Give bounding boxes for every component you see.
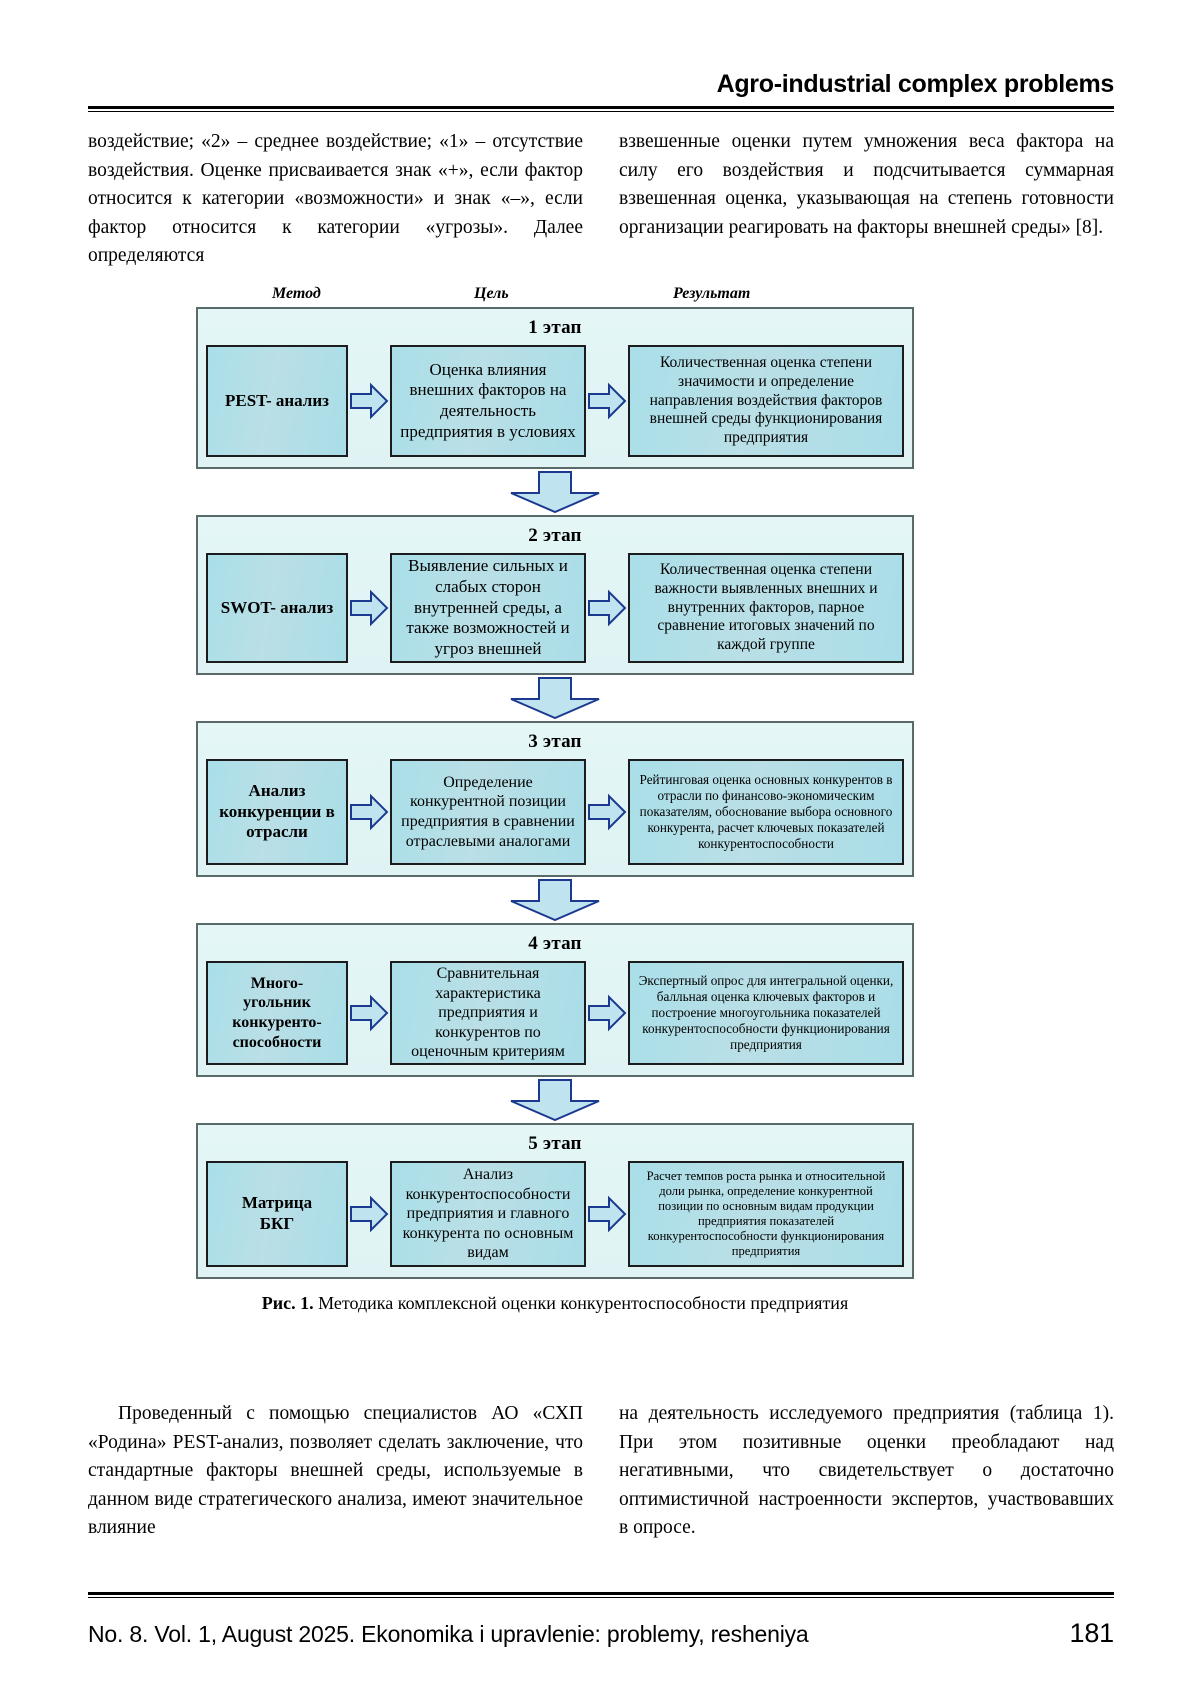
paragraph-bottom-right: на деятельность исследуемого предприятия… [619,1400,1114,1543]
stage-block-1: 1 этап PEST- анализ Оценка влияния внешн… [196,307,914,469]
stage-row: SWOT- анализ Выявление сильных и слабых … [206,553,904,663]
result-node: Расчет темпов роста рынка и относительно… [628,1161,904,1267]
stage-title: 4 этап [528,933,582,954]
arrow-down-icon [196,877,914,923]
paragraph-top-right: взвешенные оценки путем умножения веса ф… [619,128,1114,271]
paragraph-text: взвешенные оценки путем умножения веса ф… [619,131,1114,238]
arrow-right-icon [348,961,390,1065]
arrow-right-icon [586,759,628,865]
goal-node: Сравнительная характеристика предприятия… [390,961,586,1065]
header-rule [88,106,1114,112]
figure-1: Метод Цель Результат 1 этап PEST- анализ… [196,285,914,1314]
stage-block-4: 4 этап Много- угольник конкуренто- спосо… [196,923,914,1077]
figure-caption-text: Методика комплексной оценки конкурентосп… [313,1293,849,1313]
paragraph-text: Проведенный с помощью специалистов АО «С… [88,1403,583,1539]
stage-row: Матрица БКГ Анализ конкурентоспособности… [206,1161,904,1267]
method-node: SWOT- анализ [206,553,348,663]
footer-journal-line: No. 8. Vol. 1, August 2025. Ekonomika i … [88,1621,809,1647]
arrow-right-icon [586,553,628,663]
arrow-down-icon [196,469,914,515]
arrow-right-icon [348,553,390,663]
stage-title: 1 этап [528,317,582,338]
running-head: Agro-industrial complex problems [716,70,1115,98]
goal-node: Оценка влияния внешних факторов на деяте… [390,345,586,457]
paragraph-text: воздействие; «2» – среднее воздействие; … [88,131,583,267]
page-number: 181 [1069,1618,1115,1648]
method-node: Матрица БКГ [206,1161,348,1267]
stage-row: PEST- анализ Оценка влияния внешних факт… [206,345,904,457]
result-node: Количественная оценка степени важности в… [628,553,904,663]
arrow-right-icon [348,759,390,865]
paragraph-top-left: воздействие; «2» – среднее воздействие; … [88,128,583,271]
page-footer: No. 8. Vol. 1, August 2025. Ekonomika i … [88,1618,1114,1649]
stage-title: 2 этап [528,525,582,546]
paragraph-text: на деятельность исследуемого предприятия… [619,1403,1114,1539]
result-node: Количественная оценка степени значимости… [628,345,904,457]
result-node: Экспертный опрос для интегральной оценки… [628,961,904,1065]
figure-caption: Рис. 1. Методика комплексной оценки конк… [196,1293,914,1314]
footer-rule [88,1592,1114,1598]
goal-node: Выявление сильных и слабых сторон внутре… [390,553,586,663]
stage-row: Анализ конкуренции в отрасли Определение… [206,759,904,865]
goal-node: Анализ конкурентоспособности предприятия… [390,1161,586,1267]
result-node: Рейтинговая оценка основных конкурентов … [628,759,904,865]
arrow-right-icon [586,1161,628,1267]
stage-block-3: 3 этап Анализ конкуренции в отрасли Опре… [196,721,914,877]
arrow-right-icon [586,961,628,1065]
column-header-result: Результат [673,285,751,302]
goal-node: Определение конкурентной позиции предпри… [390,759,586,865]
method-node: Анализ конкуренции в отрасли [206,759,348,865]
arrow-down-icon [196,675,914,721]
stage-row: Много- угольник конкуренто- способности … [206,961,904,1065]
stage-block-2: 2 этап SWOT- анализ Выявление сильных и … [196,515,914,675]
figure-caption-label: Рис. 1. [261,1293,314,1313]
method-node: PEST- анализ [206,345,348,457]
stage-title: 5 этап [528,1133,582,1154]
arrow-right-icon [348,345,390,457]
figure-column-headers: Метод Цель Результат [196,285,914,307]
body-text-top: воздействие; «2» – среднее воздействие; … [88,128,1114,271]
arrow-down-icon [196,1077,914,1123]
arrow-right-icon [586,345,628,457]
column-header-goal: Цель [474,285,509,302]
stage-title: 3 этап [528,731,582,752]
column-header-method: Метод [272,285,321,302]
stage-block-5: 5 этап Матрица БКГ Анализ конкурентоспос… [196,1123,914,1279]
arrow-right-icon [348,1161,390,1267]
paragraph-bottom-left: Проведенный с помощью специалистов АО «С… [88,1400,583,1543]
body-text-bottom: Проведенный с помощью специалистов АО «С… [88,1400,1114,1543]
method-node: Много- угольник конкуренто- способности [206,961,348,1065]
